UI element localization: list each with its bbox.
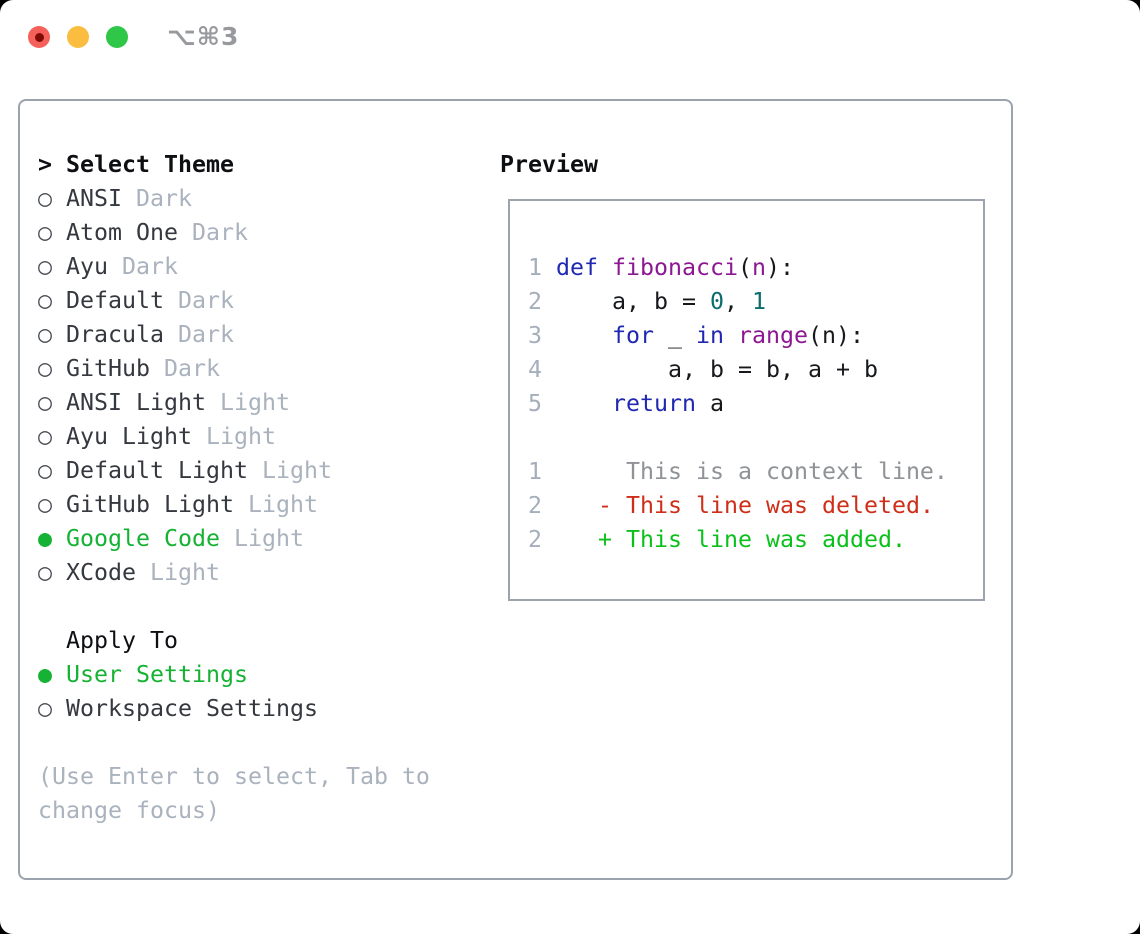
theme-name: ANSI Light	[66, 389, 206, 416]
theme-option-google-code[interactable]: ● Google Code Light	[38, 522, 430, 556]
help-text: (Use Enter to select, Tab to	[38, 763, 430, 790]
theme-option-default[interactable]: ○ Default Dark	[38, 284, 430, 318]
theme-variant-tag: Light	[219, 389, 290, 416]
help-text-line: (Use Enter to select, Tab to	[38, 760, 430, 794]
theme-option-ansi[interactable]: ○ ANSI Dark	[38, 182, 430, 216]
theme-name: ANSI	[66, 185, 122, 212]
close-button[interactable]	[28, 26, 50, 48]
apply-to-label: Apply To	[38, 627, 178, 654]
theme-variant-tag: Light	[247, 491, 318, 518]
theme-variant-tag: Dark	[191, 219, 248, 246]
theme-name: Dracula	[66, 321, 164, 348]
radio-icon: ○	[38, 253, 52, 280]
radio-icon: ●	[38, 661, 52, 688]
theme-name: Default	[66, 287, 164, 314]
minimize-button[interactable]	[67, 26, 89, 48]
theme-dialog-panel: > Select Theme○ ANSI Dark○ Atom One Dark…	[18, 99, 1013, 880]
preview-code-line: 2 - This line was deleted.	[528, 492, 934, 519]
select-theme-label: > Select Theme	[38, 151, 234, 178]
preview-code: 1 def fibonacci(n): 2 a, b = 0, 1 3 for _ …	[528, 251, 948, 557]
radio-icon: ○	[38, 355, 52, 382]
spacer	[38, 590, 430, 624]
preview-code-line: 1 This is a context line.	[528, 458, 948, 485]
maximize-button[interactable]	[106, 26, 128, 48]
apply-option-name: User Settings	[66, 661, 248, 688]
theme-list: > Select Theme○ ANSI Dark○ Atom One Dark…	[38, 148, 430, 828]
theme-variant-tag: Dark	[164, 355, 220, 382]
theme-variant-tag: Dark	[177, 321, 234, 348]
preview-code-line: 4 a, b = b, a + b	[528, 356, 878, 383]
theme-option-default-light[interactable]: ○ Default Light Light	[38, 454, 430, 488]
radio-icon: ○	[38, 423, 52, 450]
preview-code-line: 3 for _ in range(n):	[528, 322, 864, 349]
radio-icon: ○	[38, 457, 52, 484]
theme-variant-tag: Light	[261, 457, 332, 484]
theme-option-dracula[interactable]: ○ Dracula Dark	[38, 318, 430, 352]
theme-variant-tag: Light	[205, 423, 276, 450]
theme-option-xcode[interactable]: ○ XCode Light	[38, 556, 430, 590]
apply-to-header: Apply To	[38, 624, 430, 658]
theme-option-ayu-light[interactable]: ○ Ayu Light Light	[38, 420, 430, 454]
preview-code-line: 2 + This line was added.	[528, 526, 906, 553]
spacer	[38, 726, 430, 760]
radio-icon: ○	[38, 321, 52, 348]
theme-option-ansi-light[interactable]: ○ ANSI Light Light	[38, 386, 430, 420]
theme-name: Google Code	[66, 525, 220, 552]
window-title: ⌥⌘3	[167, 22, 240, 51]
theme-name: Default Light	[66, 457, 248, 484]
theme-option-atom-one[interactable]: ○ Atom One Dark	[38, 216, 430, 250]
theme-option-github-light[interactable]: ○ GitHub Light Light	[38, 488, 430, 522]
radio-icon: ○	[38, 491, 52, 518]
theme-name: GitHub Light	[66, 491, 234, 518]
radio-icon: ○	[38, 287, 52, 314]
theme-name: Ayu Light	[66, 423, 192, 450]
theme-option-ayu[interactable]: ○ Ayu Dark	[38, 250, 430, 284]
radio-icon: ●	[38, 525, 52, 552]
theme-name: XCode	[66, 559, 136, 586]
radio-icon: ○	[38, 219, 52, 246]
theme-name: GitHub	[66, 355, 150, 382]
radio-icon: ○	[38, 559, 52, 586]
radio-icon: ○	[38, 185, 52, 212]
preview-blank-line	[528, 421, 948, 455]
help-text-line: change focus)	[38, 794, 430, 828]
help-text: change focus)	[38, 797, 220, 824]
apply-option-workspace-settings[interactable]: ○ Workspace Settings	[38, 692, 430, 726]
radio-icon: ○	[38, 695, 52, 722]
theme-name: Atom One	[66, 219, 178, 246]
preview-heading: Preview	[500, 151, 598, 178]
select-theme-header: > Select Theme	[38, 148, 430, 182]
theme-variant-tag: Dark	[136, 185, 192, 212]
theme-variant-tag: Dark	[177, 287, 234, 314]
theme-variant-tag: Dark	[122, 253, 178, 280]
preview-code-line: 1 def fibonacci(n):	[528, 254, 794, 281]
theme-variant-tag: Light	[150, 559, 220, 586]
theme-name: Ayu	[66, 253, 108, 280]
preview-code-line: 2 a, b = 0, 1	[528, 288, 766, 315]
apply-option-name: Workspace Settings	[66, 695, 318, 722]
preview-box: 1 def fibonacci(n): 2 a, b = 0, 1 3 for _ …	[508, 199, 985, 601]
apply-option-user-settings[interactable]: ● User Settings	[38, 658, 430, 692]
preview-code-line: 5 return a	[528, 390, 724, 417]
theme-option-github[interactable]: ○ GitHub Dark	[38, 352, 430, 386]
theme-variant-tag: Light	[233, 525, 304, 552]
radio-icon: ○	[38, 389, 52, 416]
